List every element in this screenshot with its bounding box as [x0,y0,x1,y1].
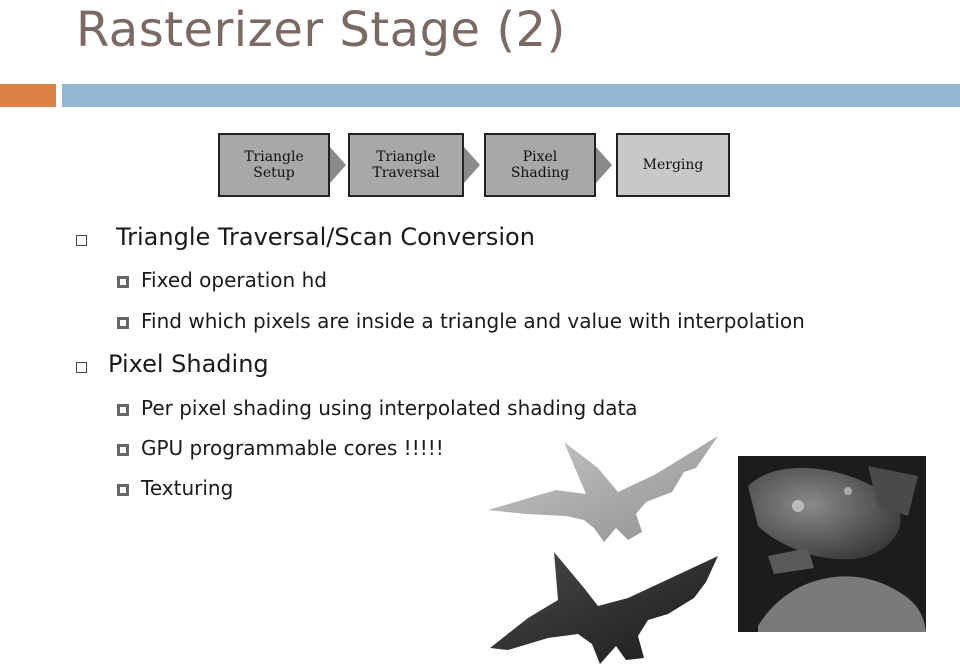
bullet-box-icon [76,362,87,373]
bullet-level2: Find which pixels are inside a triangle … [141,309,805,333]
stage-label-line2: Setup [253,165,295,181]
texture-map-image [738,456,926,632]
bullet-square-icon [117,276,129,288]
stage-label-line1: Triangle [376,149,436,165]
slide-title: Rasterizer Stage (2) [76,2,566,58]
bullet-level2: GPU programmable cores !!!!! [141,436,444,460]
stage-label-line1: Merging [642,157,704,173]
stage-label-line1: Pixel [522,149,558,165]
accent-bar-orange [0,84,56,107]
arrow-icon [464,147,480,183]
bullet-square-icon [117,404,129,416]
bullet-level1: Triangle Traversal/Scan Conversion [116,223,535,251]
stage-label-line1: Triangle [244,149,304,165]
bullet-level2: Texturing [141,476,234,500]
bullet-square-icon [117,444,129,456]
bullet-square-icon [117,317,129,329]
bullet-level1: Pixel Shading [108,350,269,378]
arrow-icon [330,147,346,183]
bullet-level2: Per pixel shading using interpolated sha… [141,396,638,420]
dragon-shaded-image [488,436,718,542]
bullet-level2: Fixed operation hd [141,268,327,292]
stage-label-line2: Shading [510,165,570,181]
bullet-box-icon [76,235,87,246]
stage-label-line2: Traversal [372,165,440,181]
stage-merging: Merging [616,133,730,197]
accent-bar-blue [62,84,960,107]
dragon-textured-image [490,552,718,664]
bullet-square-icon [117,484,129,496]
arrow-icon [596,147,612,183]
